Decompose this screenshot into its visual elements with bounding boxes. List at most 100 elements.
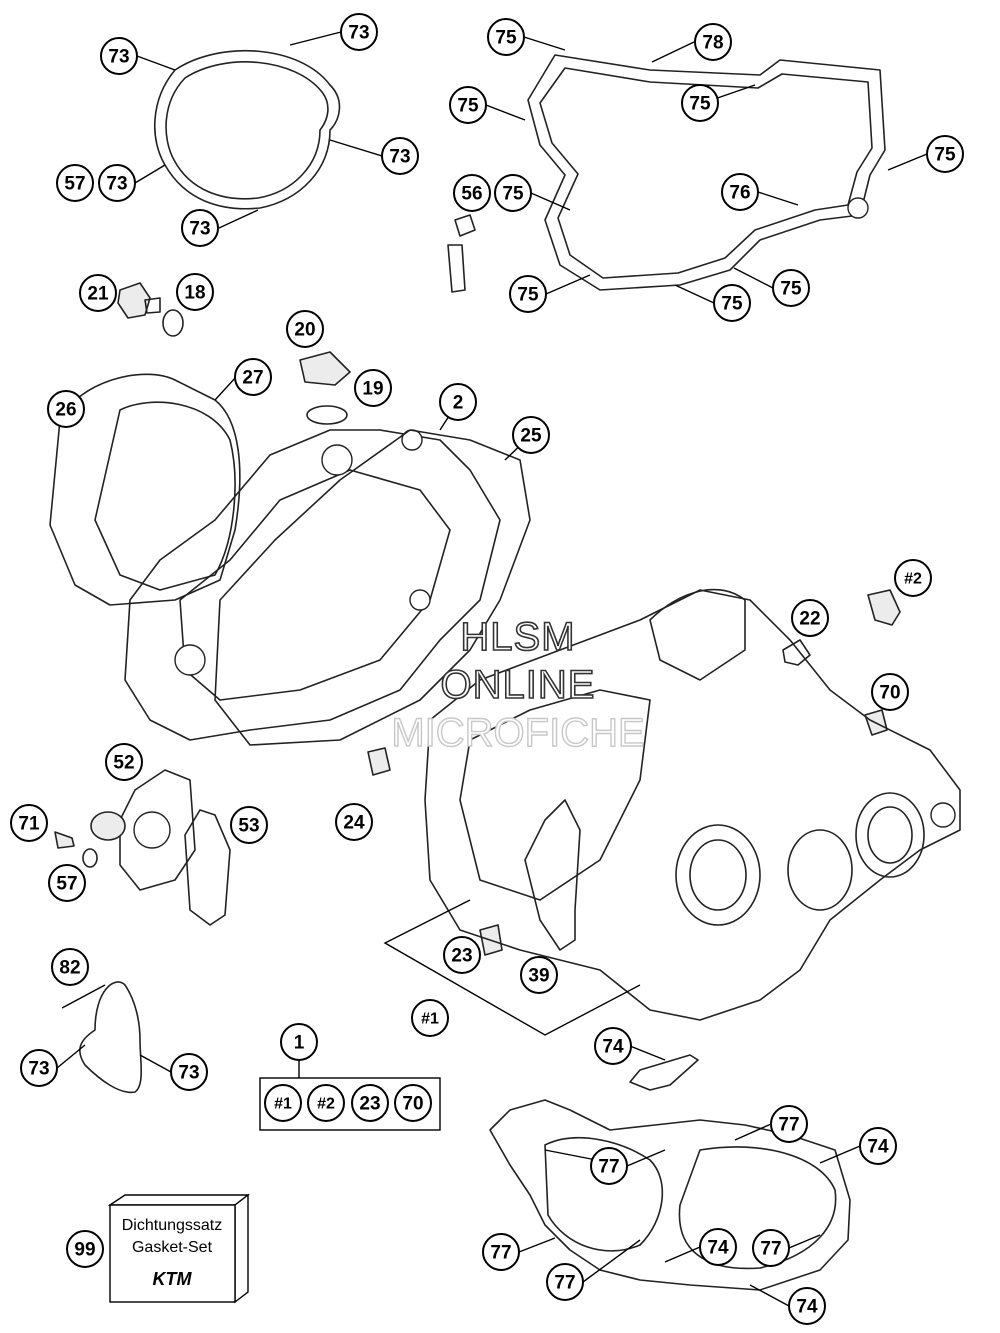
- callout-25: 25: [512, 416, 550, 454]
- callout-circle: [453, 174, 491, 212]
- callout-74d: 74: [788, 1287, 826, 1325]
- callout-circle: [512, 416, 550, 454]
- water-pump-gasket-82: [79, 981, 143, 1094]
- crankcase-half-2: [124, 429, 501, 741]
- callout-label: 75: [780, 279, 802, 300]
- callout-label: 75: [689, 94, 711, 115]
- callout-73a: 73: [100, 37, 138, 75]
- callout-circle: [335, 803, 373, 841]
- callout-label: 74: [602, 1037, 624, 1058]
- callout-circle: [449, 86, 487, 124]
- callout-label: 74: [796, 1297, 818, 1318]
- callout-21: 21: [79, 274, 117, 312]
- callout-circle: [871, 673, 909, 711]
- crankcase-gasket-77: [489, 1099, 851, 1291]
- callout-circle: [859, 1127, 897, 1165]
- callout-label: 75: [721, 294, 743, 315]
- callout-circle: [264, 1084, 302, 1122]
- callout-label: 57: [64, 174, 85, 195]
- callout-24: 24: [335, 803, 373, 841]
- ktm-logo: KTM: [153, 1269, 193, 1289]
- callout-73f: 73: [20, 1049, 58, 1087]
- callout-20: 20: [286, 310, 324, 348]
- callout-23: 23: [443, 936, 481, 974]
- callout-77a: 77: [770, 1105, 808, 1143]
- callout-circle: [381, 137, 419, 175]
- callout-label: 70: [402, 1094, 423, 1115]
- callout-label: 76: [729, 183, 750, 204]
- callout-circle: [443, 936, 481, 974]
- callout-circle: [66, 1230, 104, 1268]
- callout-label: 75: [502, 184, 524, 205]
- watermark-line1: HLSM: [460, 615, 575, 659]
- leader-lines: [56, 31, 928, 1307]
- callout-75g: 75: [713, 284, 751, 322]
- callout-label: 78: [702, 33, 723, 54]
- callout-circle: [791, 599, 829, 637]
- callout-circle: [79, 274, 117, 312]
- callout-label: 73: [108, 47, 129, 68]
- callout-circle: [234, 358, 272, 396]
- callout-h2a: #2: [894, 559, 932, 597]
- callout-k1: #1: [264, 1084, 302, 1122]
- screw-21: [117, 282, 151, 319]
- callout-75b: 75: [449, 86, 487, 124]
- callout-26: 26: [47, 390, 85, 428]
- callout-label: 77: [598, 1157, 619, 1178]
- watermark-line3: MICROFICHE: [391, 711, 644, 755]
- callout-82: 82: [51, 948, 89, 986]
- callout-circle: [286, 310, 324, 348]
- callout-label: 75: [495, 28, 517, 49]
- washer-18: [162, 309, 184, 337]
- callout-label: 77: [778, 1115, 799, 1136]
- callout-circle: [509, 275, 547, 313]
- callout-circle: [51, 948, 89, 986]
- callout-circle: [170, 1053, 208, 1091]
- callout-75e: 75: [494, 174, 532, 212]
- callout-label: 74: [867, 1137, 889, 1158]
- callout-27: 27: [234, 358, 272, 396]
- kit-box: [259, 1077, 441, 1131]
- case-half-bracket: [383, 899, 641, 1036]
- callout-circle: [694, 23, 732, 61]
- callout-circle: [105, 743, 143, 781]
- callout-label: 18: [184, 283, 205, 304]
- callout-label: 56: [461, 184, 482, 205]
- callout-label: 23: [451, 946, 472, 967]
- callout-74a: 74: [594, 1027, 632, 1065]
- callout-53: 53: [230, 806, 268, 844]
- callout-label: 70: [879, 683, 900, 704]
- callout-circle: [230, 806, 268, 844]
- oil-plug-20: [299, 351, 351, 386]
- callout-2: 2: [439, 383, 477, 421]
- callout-circle: [681, 84, 719, 122]
- callout-77d: 77: [752, 1229, 790, 1267]
- callout-label: 73: [189, 219, 210, 240]
- clutch-cover-gasket: [527, 54, 886, 291]
- callout-circle: [394, 1084, 432, 1122]
- callout-circle: [926, 135, 964, 173]
- callout-label: #1: [421, 1011, 439, 1028]
- washer-57: [82, 848, 98, 868]
- callout-71: 71: [10, 804, 48, 842]
- gasket-39: [524, 799, 581, 951]
- callout-label: 77: [554, 1273, 575, 1294]
- callout-label: 75: [934, 145, 956, 166]
- callout-1: 1: [280, 1023, 318, 1061]
- callout-76: 76: [721, 173, 759, 211]
- callout-circle: [181, 209, 219, 247]
- callout-circle: [546, 1263, 584, 1301]
- callout-label: 75: [517, 285, 539, 306]
- callout-57a: 57: [56, 164, 94, 202]
- callout-label: 99: [74, 1240, 95, 1261]
- callout-label: 22: [799, 609, 820, 630]
- callout-75c: 75: [681, 84, 719, 122]
- fitting-22: [782, 639, 811, 666]
- callout-circle: [772, 269, 810, 307]
- callout-circle: [894, 559, 932, 597]
- callout-label: 71: [18, 814, 40, 835]
- callout-circle: [520, 956, 558, 994]
- callout-circle: [439, 383, 477, 421]
